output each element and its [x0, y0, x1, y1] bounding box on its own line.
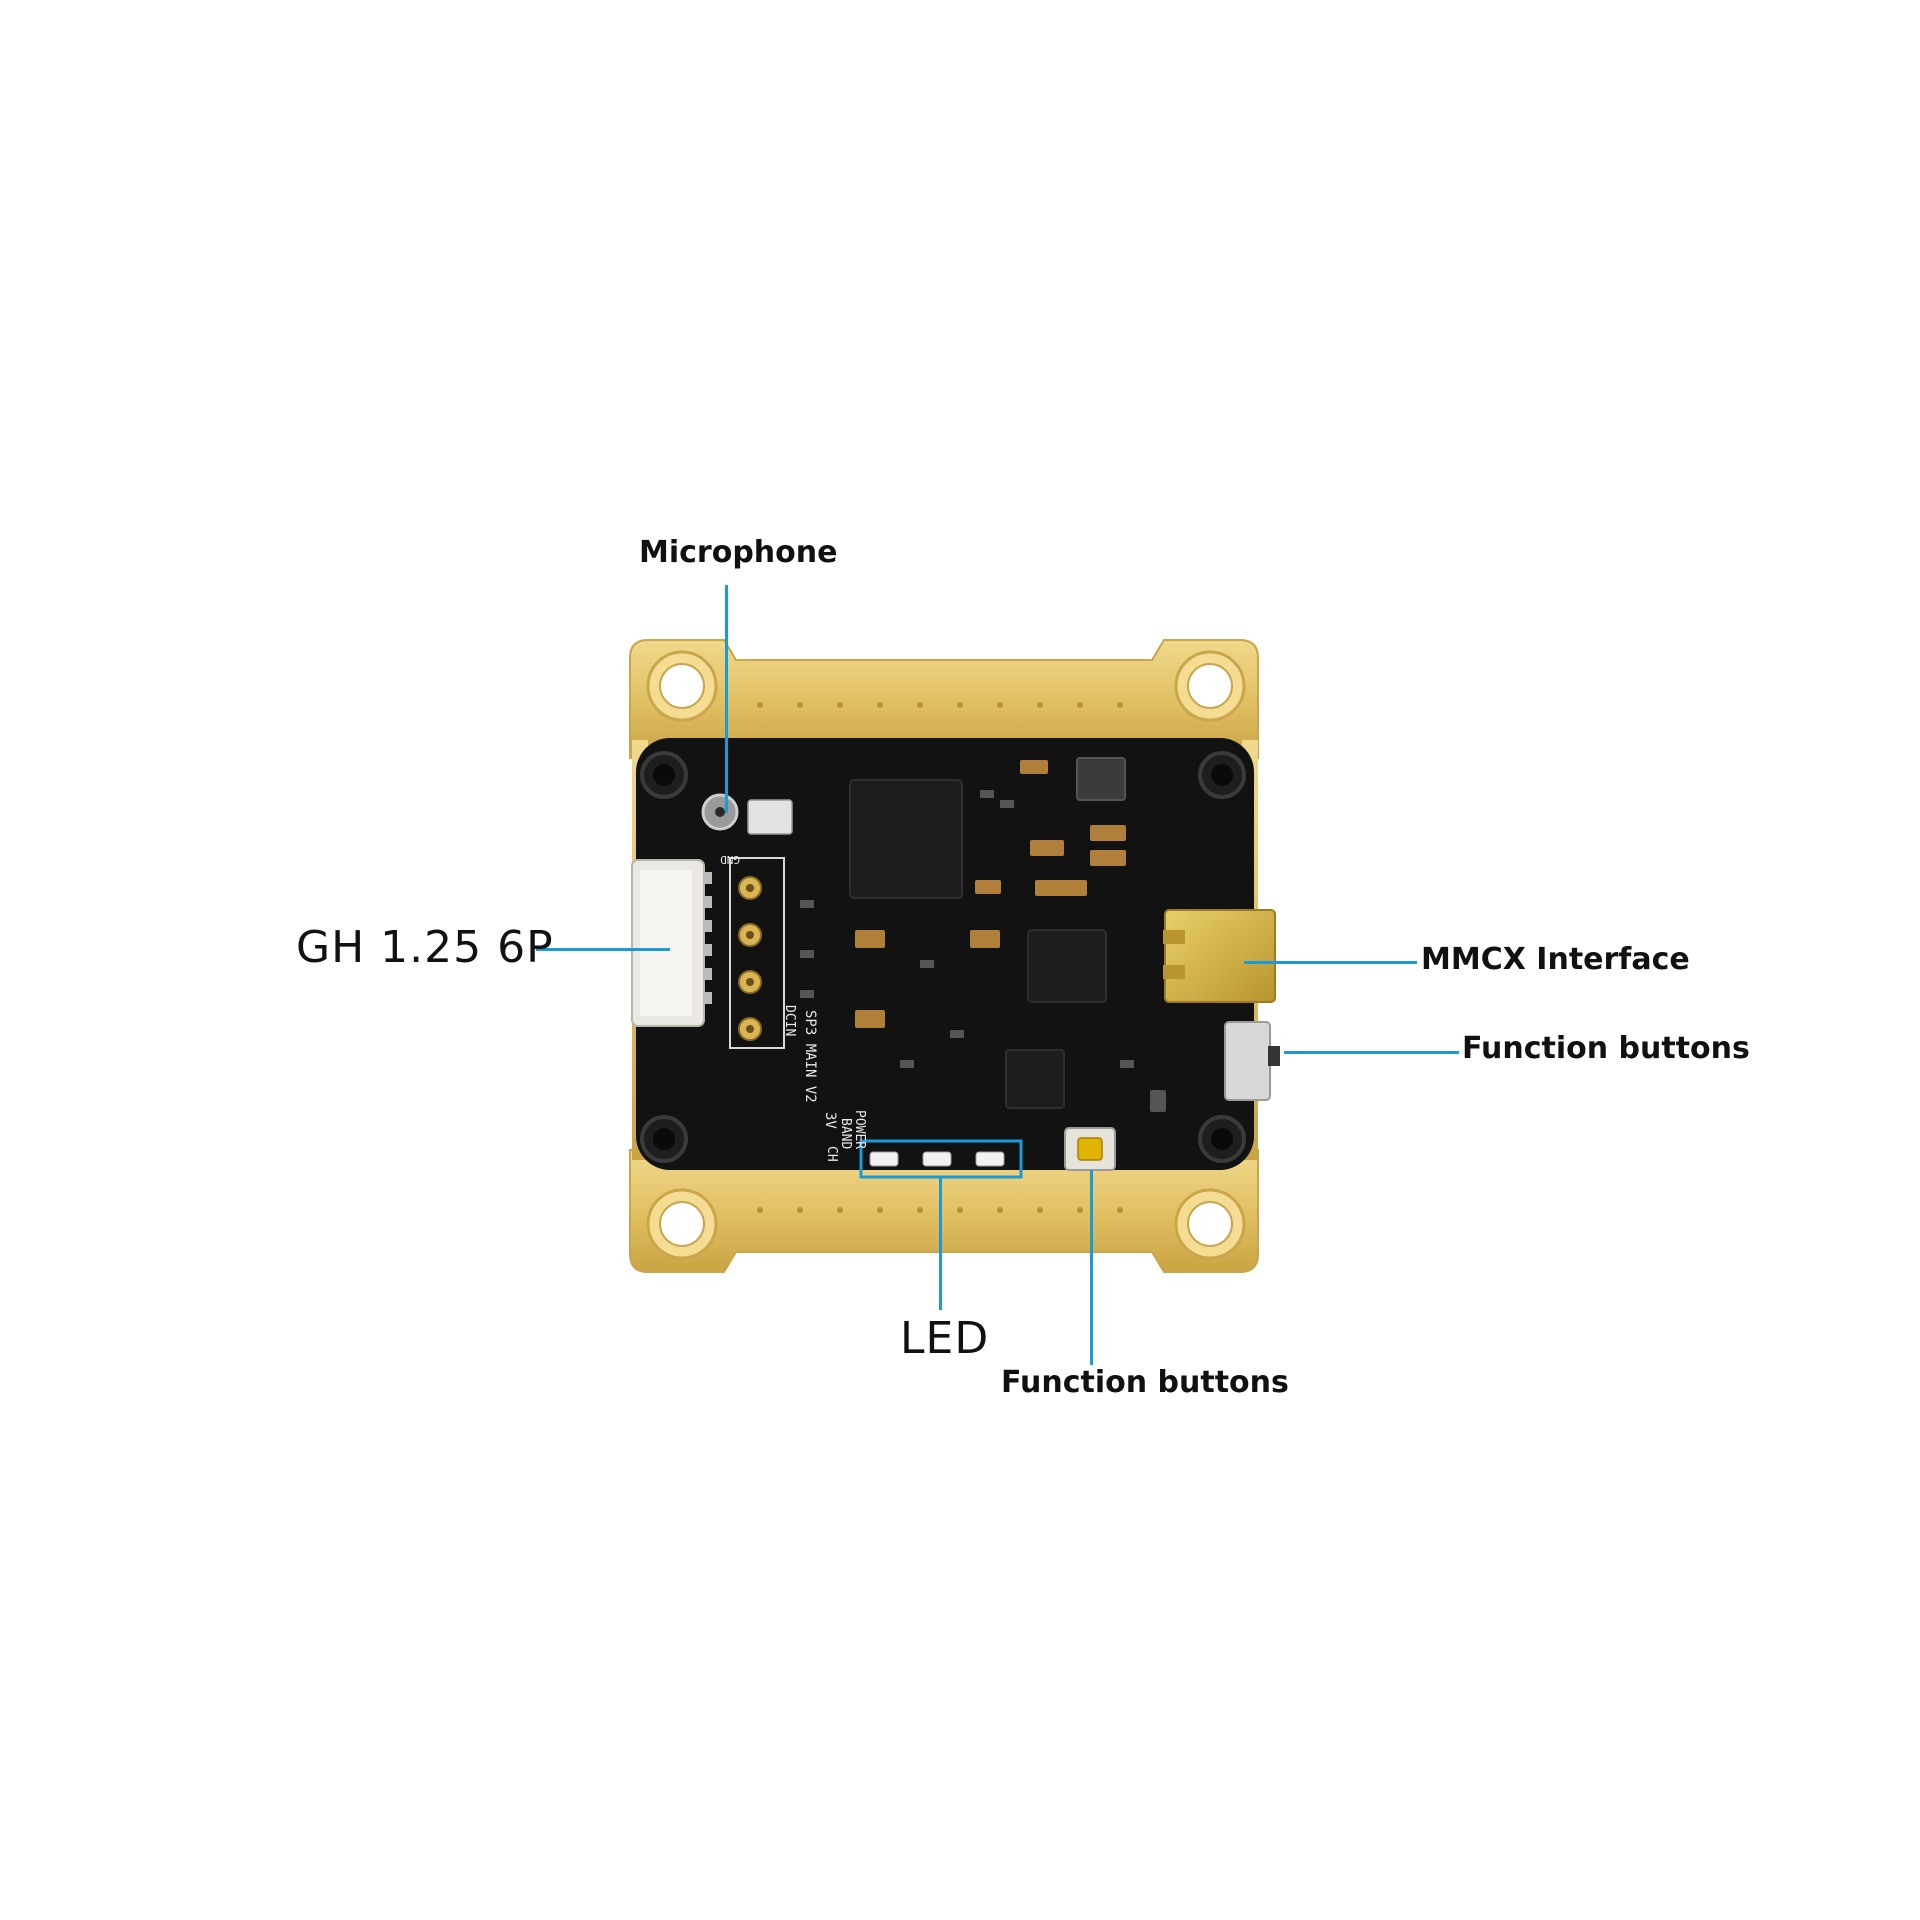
silk-pad-label: DCIN	[782, 1005, 797, 1036]
callout-line-connector	[536, 948, 670, 951]
status-leds	[869, 1151, 1005, 1167]
silk-gnd-label: GND	[720, 853, 740, 866]
mounting-hole-top-left	[646, 650, 718, 722]
standoff-top-left	[640, 751, 688, 799]
mounting-hole-bottom-right	[1174, 1188, 1246, 1260]
label-led: LED	[900, 1313, 990, 1364]
mounting-hole-top-right	[1174, 650, 1246, 722]
label-microphone: Microphone	[639, 535, 838, 570]
callout-line-bottom-button	[1090, 1170, 1093, 1365]
callout-line-led	[939, 1177, 942, 1310]
solder-pads	[729, 857, 785, 1049]
label-function-buttons-bottom: Function buttons	[1001, 1365, 1289, 1400]
crystal-oscillator	[747, 799, 793, 835]
callout-line-mmcx	[1244, 961, 1417, 964]
inductor	[1076, 757, 1126, 801]
silk-led-label-power: POWER	[852, 1110, 867, 1149]
label-gh-connector: GH 1.25 6P	[296, 922, 554, 973]
label-mmcx-interface: MMCX Interface	[1421, 942, 1690, 977]
silk-voltage-label: 3V	[822, 1112, 838, 1129]
main-processor-chip	[849, 779, 963, 899]
silk-board-name: SP3 MAIN V2	[802, 1010, 818, 1103]
rf-chip	[1027, 929, 1107, 1003]
label-function-buttons-side: Function buttons	[1462, 1031, 1750, 1066]
callout-line-side-button	[1284, 1051, 1459, 1054]
gold-frame-top	[629, 639, 1259, 759]
bottom-function-button	[1064, 1127, 1116, 1171]
gh-connector	[631, 859, 712, 1027]
silk-led-label-ch: CH	[824, 1146, 839, 1162]
gold-frame-bottom	[629, 1149, 1259, 1273]
callout-line-microphone	[725, 585, 728, 813]
standoff-top-right	[1198, 751, 1246, 799]
mmcx-connector	[1163, 909, 1276, 1003]
standoff-bottom-right	[1198, 1115, 1246, 1163]
pcb	[636, 738, 1254, 1170]
standoff-bottom-left	[640, 1115, 688, 1163]
side-function-button	[1224, 1021, 1280, 1101]
mounting-hole-bottom-left	[646, 1188, 718, 1260]
microphone-component	[701, 793, 739, 831]
silk-led-label-band: BAND	[838, 1118, 853, 1149]
secondary-chip	[1005, 1049, 1065, 1109]
